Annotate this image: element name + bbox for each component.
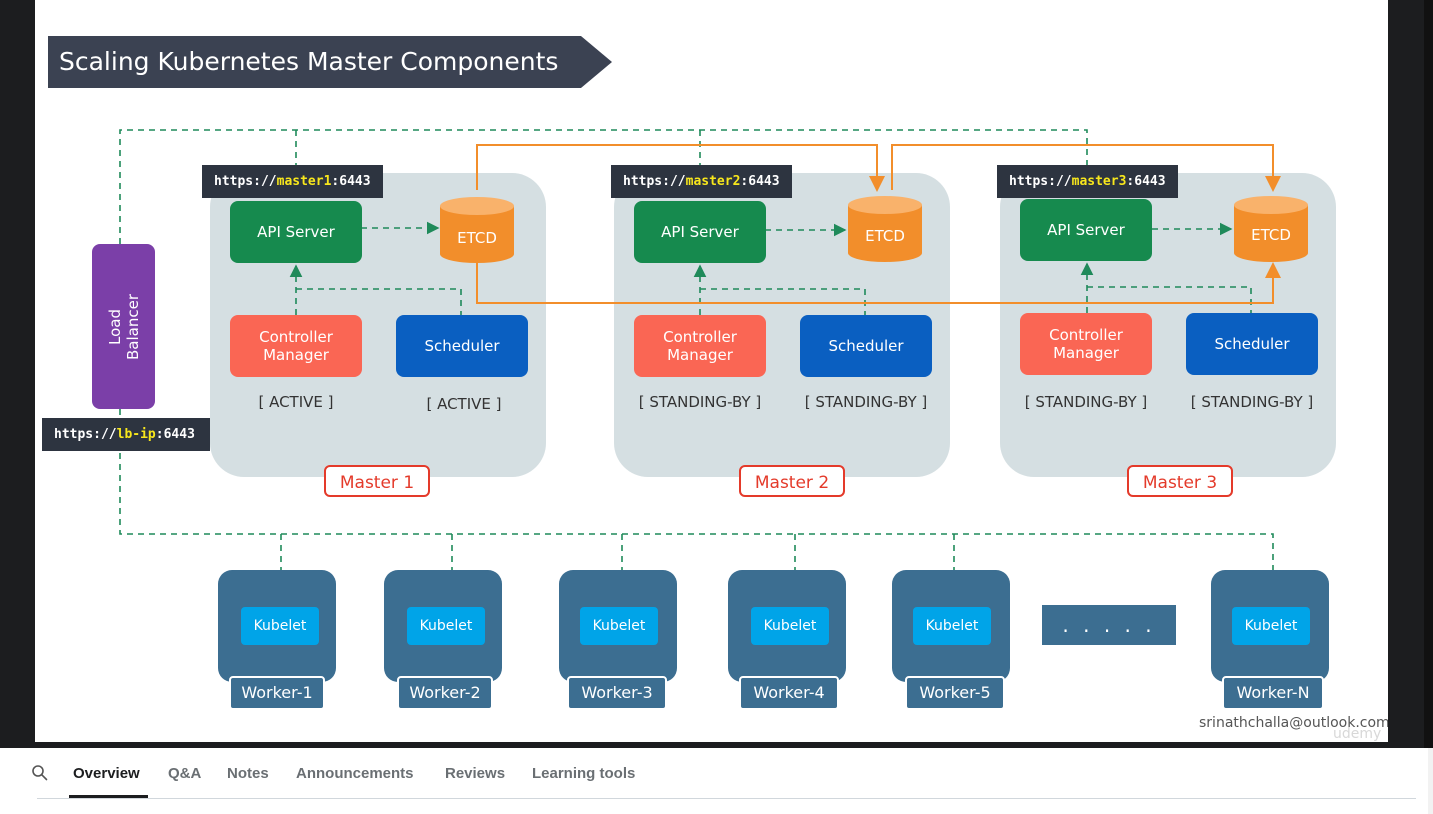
controller-state-master3: [ STANDING-BY ] <box>1024 393 1148 411</box>
kubelet-worker-1: Kubelet <box>241 607 319 645</box>
worker-5-label: Worker-5 <box>905 676 1005 710</box>
course-tabs-bar: Overview Q&A Notes Announcements Reviews… <box>0 748 1433 814</box>
lb-to-workers-line <box>119 409 1274 570</box>
connector-lines <box>119 129 1308 607</box>
master-2-label: Master 2 <box>739 465 845 497</box>
worker-n-label: Worker-N <box>1222 676 1324 710</box>
udemy-watermark: udemy <box>1333 726 1382 742</box>
scheduler-master1: Scheduler <box>396 315 528 377</box>
etcd-master3-label: ETCD <box>1251 226 1291 244</box>
tab-reviews[interactable]: Reviews <box>445 765 506 782</box>
tab-overview[interactable]: Overview <box>73 765 140 782</box>
master-1-label: Master 1 <box>324 465 430 497</box>
slide-title: Scaling Kubernetes Master Components <box>48 36 612 88</box>
scheduler-master2: Scheduler <box>800 315 932 377</box>
active-tab-indicator <box>69 795 148 798</box>
etcd-master2-label: ETCD <box>865 227 905 245</box>
api-server-master3: API Server <box>1020 199 1152 261</box>
scheduler-master3: Scheduler <box>1186 313 1318 375</box>
page-scroll-edge <box>1428 748 1433 814</box>
master-3-label: Master 3 <box>1127 465 1233 497</box>
lecture-slide: Scaling Kubernetes Master Components <box>35 0 1388 742</box>
master3-url: https://master3:6443 <box>997 165 1178 198</box>
scheduler-state-master1: [ ACTIVE ] <box>426 395 502 413</box>
etcd-master1-label: ETCD <box>457 229 497 247</box>
controller-state-master1: [ ACTIVE ] <box>258 393 334 411</box>
tab-notes[interactable]: Notes <box>227 765 269 782</box>
worker-1-label: Worker-1 <box>229 676 325 710</box>
scheduler-state-master2: [ STANDING-BY ] <box>804 393 928 411</box>
worker-2-label: Worker-2 <box>397 676 493 710</box>
video-player[interactable]: Scaling Kubernetes Master Components <box>0 0 1433 748</box>
controller-state-master2: [ STANDING-BY ] <box>638 393 762 411</box>
kubelet-worker-n: Kubelet <box>1232 607 1310 645</box>
api-server-master2: API Server <box>634 201 766 263</box>
tab-learning-tools[interactable]: Learning tools <box>532 765 636 782</box>
kubelet-worker-4: Kubelet <box>751 607 829 645</box>
kubelet-worker-3: Kubelet <box>580 607 658 645</box>
player-scrollbar[interactable] <box>1424 0 1433 748</box>
worker-3-label: Worker-3 <box>567 676 667 710</box>
api-server-master1: API Server <box>230 201 362 263</box>
lb-to-masters-line <box>119 129 1088 244</box>
lb-url: https://lb-ip:6443 <box>42 418 210 451</box>
master2-url: https://master2:6443 <box>611 165 792 198</box>
kubelet-worker-2: Kubelet <box>407 607 485 645</box>
author-credit: srinathchalla@outlook.com <box>1199 715 1388 731</box>
scheduler-state-master3: [ STANDING-BY ] <box>1190 393 1314 411</box>
kubelet-worker-5: Kubelet <box>913 607 991 645</box>
more-workers-ellipsis: . . . . . <box>1042 605 1176 645</box>
tab-qa[interactable]: Q&A <box>168 765 202 782</box>
master1-url: https://master1:6443 <box>202 165 383 198</box>
etcd-cylinders <box>440 196 1308 263</box>
worker-4-label: Worker-4 <box>739 676 839 710</box>
tabs-divider <box>37 798 1416 799</box>
search-icon[interactable] <box>31 764 49 782</box>
tab-announcements[interactable]: Announcements <box>296 765 414 782</box>
